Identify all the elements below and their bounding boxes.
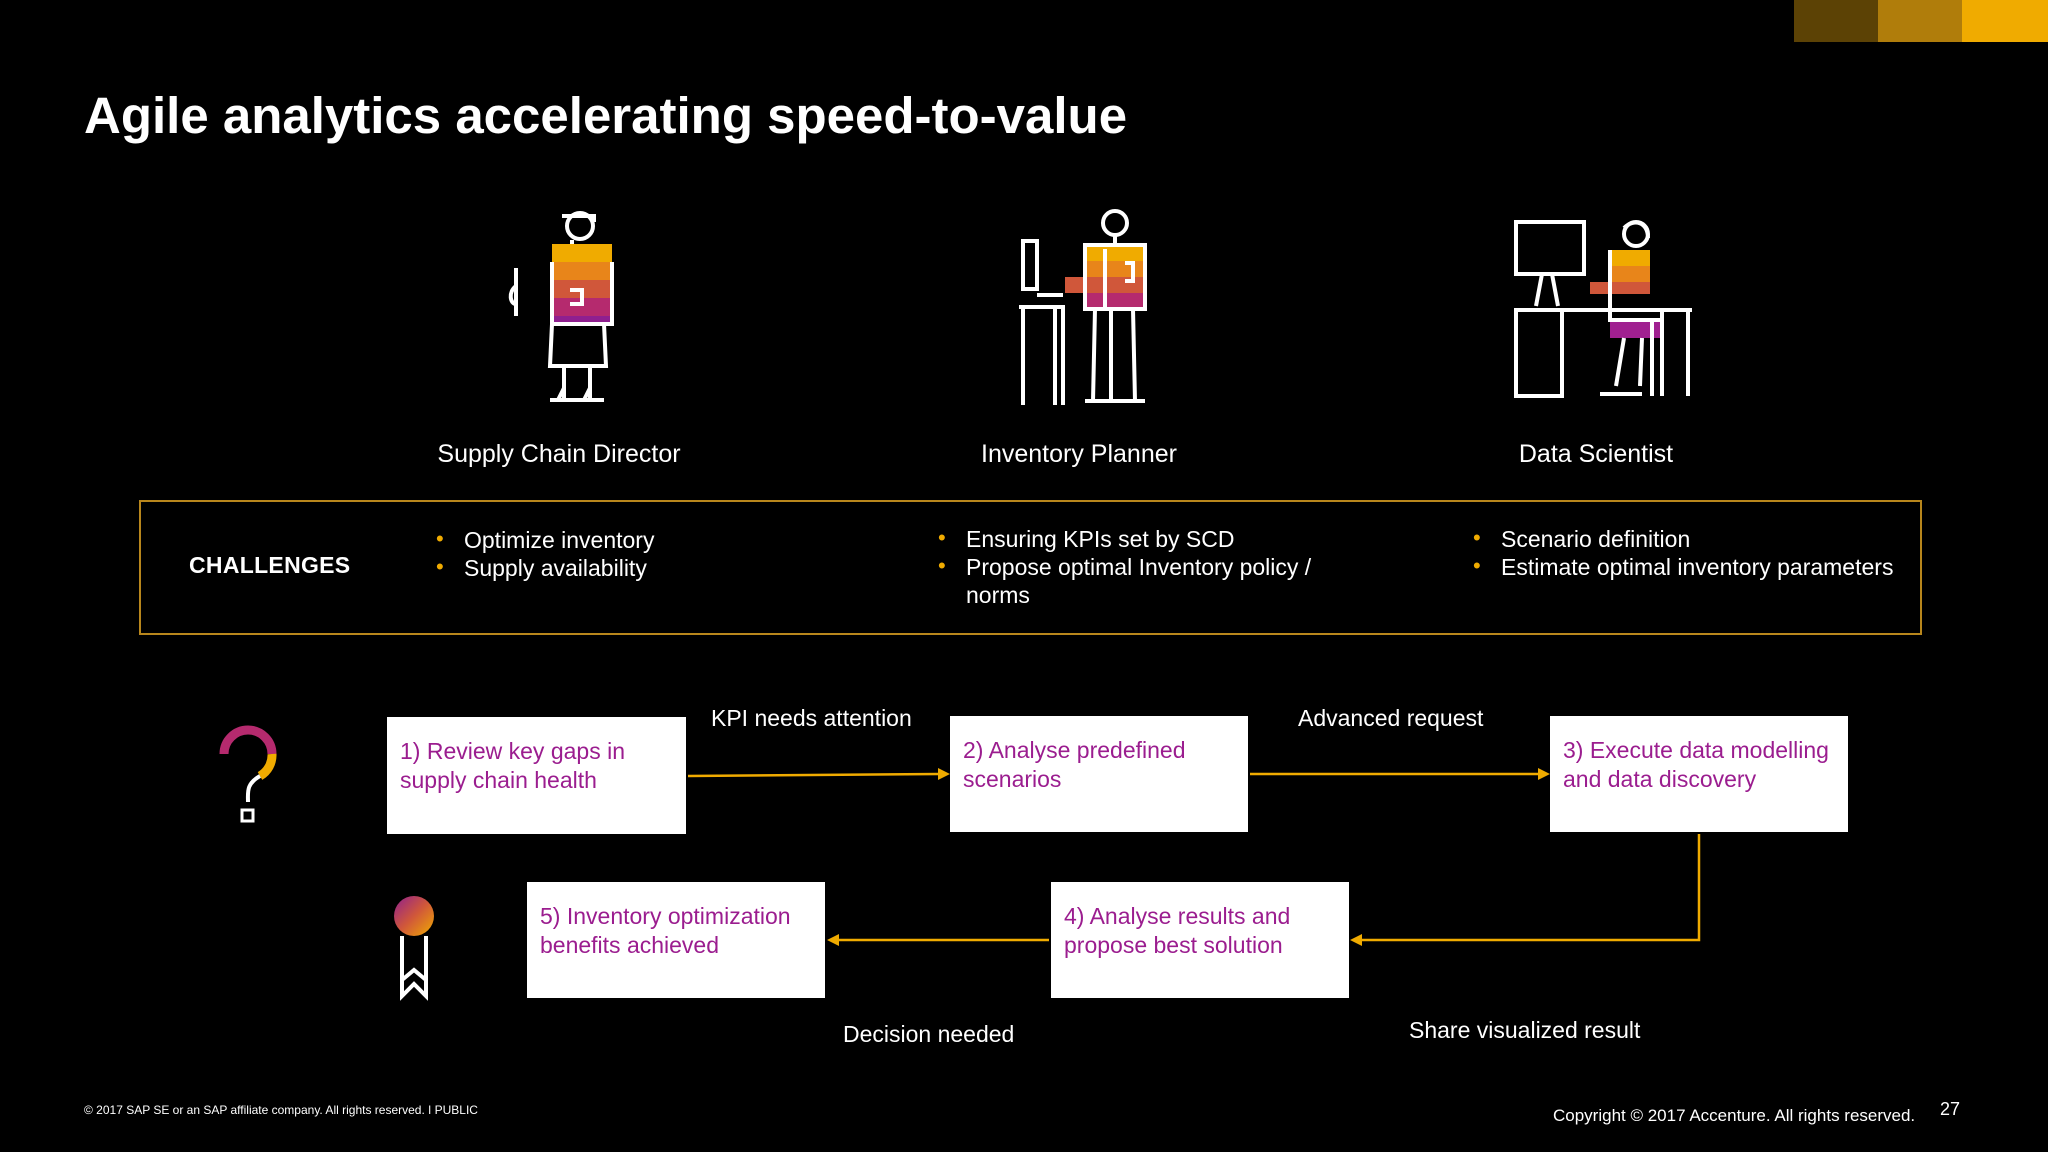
flow-step-4-analyse-results[interactable]: 4) Analyse results and propose best solu… [1051, 882, 1349, 998]
arrow-step1-to-step2 [687, 772, 941, 778]
challenges-box [139, 500, 1922, 635]
inventory-planner-icon [1019, 209, 1147, 405]
arrowhead [1538, 768, 1550, 780]
flow-label-share-visualized-result: Share visualized result [1409, 1017, 1641, 1043]
challenge-item: Ensuring KPIs set by SCD [936, 524, 1326, 553]
challenge-item: Estimate optimal inventory parameters [1471, 552, 1911, 581]
challenge-item: Propose optimal Inventory policy / norms [936, 552, 1326, 609]
question-mark-icon [219, 725, 277, 823]
corner-block-light [1962, 0, 2048, 42]
page-number: 27 [1940, 1099, 1961, 1119]
challenge-item: Supply availability [434, 553, 764, 582]
slide-title: Agile analytics accelerating speed-to-va… [84, 87, 1128, 144]
challenges-list-data-scientist: Scenario definition Estimate optimal inv… [1471, 524, 1911, 581]
arrow-step3-to-step4 [1360, 834, 1701, 942]
corner-block-mid [1878, 0, 1962, 42]
persona-label-inventory-planner: Inventory Planner [981, 440, 1177, 468]
flow-step-1-review-gaps[interactable]: 1) Review key gaps in supply chain healt… [387, 717, 686, 834]
challenges-list-supply-chain-director: Optimize inventory Supply availability [434, 525, 764, 582]
flow-label-kpi-needs-attention: KPI needs attention [711, 705, 912, 731]
data-scientist-icon [1514, 220, 1692, 398]
persona-label-supply-chain-director: Supply Chain Director [437, 440, 681, 468]
footer-accenture-copyright: Copyright © 2017 Accenture. All rights r… [1553, 1106, 1916, 1125]
flow-step-3-data-modelling[interactable]: 3) Execute data modelling and data disco… [1550, 716, 1848, 832]
challenge-item: Scenario definition [1471, 524, 1911, 553]
corner-block-dark [1794, 0, 1878, 42]
flow-step-5-benefits[interactable]: 5) Inventory optimization benefits achie… [527, 882, 825, 998]
challenges-list-inventory-planner: Ensuring KPIs set by SCD Propose optimal… [936, 524, 1326, 609]
flow-label-decision-needed: Decision needed [843, 1021, 1015, 1047]
challenges-label: CHALLENGES [189, 552, 351, 578]
challenge-item: Optimize inventory [434, 525, 764, 554]
flow-step-2-analyse-scenarios[interactable]: 2) Analyse predefined scenarios [950, 716, 1248, 832]
arrowhead [827, 934, 839, 946]
arrowhead [1350, 934, 1362, 946]
flow-label-advanced-request: Advanced request [1298, 705, 1484, 731]
arrowhead [938, 768, 950, 780]
supply-chain-director-icon [508, 211, 614, 402]
award-ribbon-icon [394, 896, 434, 1001]
footer-sap-copyright: © 2017 SAP SE or an SAP affiliate compan… [84, 1103, 478, 1117]
persona-label-data-scientist: Data Scientist [1518, 440, 1674, 468]
